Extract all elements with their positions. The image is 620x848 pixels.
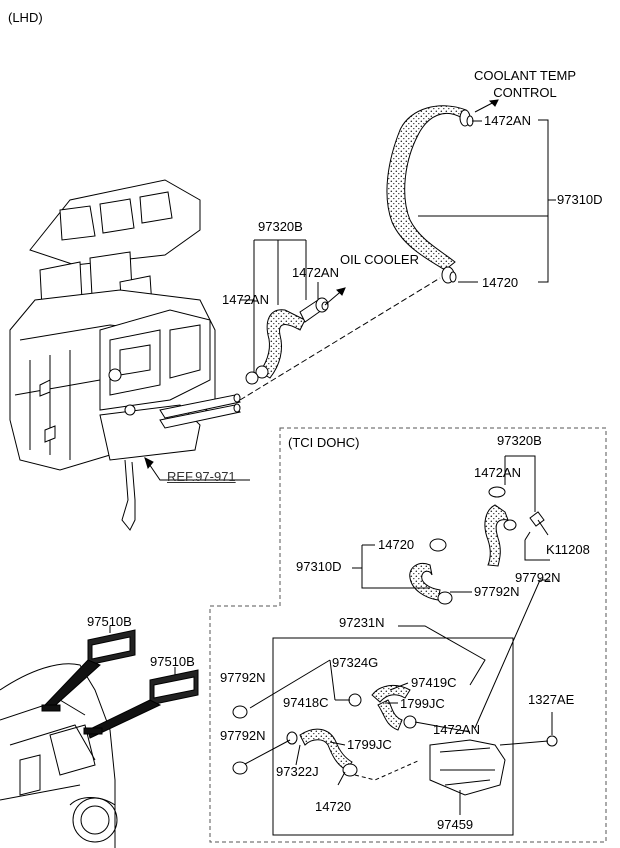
part-label-97310d-main: 97310D xyxy=(557,192,603,207)
emblem-drawing xyxy=(41,629,199,739)
part-label-97792n-right: 97792N xyxy=(515,570,561,585)
part-label-1472an-low: 1472AN xyxy=(433,722,480,737)
variant-label: (LHD) xyxy=(8,10,43,25)
part-label-97320b-main: 97320B xyxy=(258,219,303,234)
part-label-1799jc-b: 1799JC xyxy=(347,737,392,752)
part-label-14720-top: 14720 xyxy=(482,275,519,290)
part-label-97459: 97459 xyxy=(437,817,474,832)
part-label-97310d-tci: 97310D xyxy=(296,559,342,574)
part-label-1472an-left: 1472AN xyxy=(222,292,269,307)
part-label-1472an-top: 1472AN xyxy=(484,113,531,128)
inset-title: (TCI DOHC) xyxy=(288,435,360,450)
part-label-1799jc-a: 1799JC xyxy=(400,696,445,711)
part-label-97418c: 97418C xyxy=(283,695,329,710)
part-label-14720-tci: 14720 xyxy=(378,537,415,552)
hose-drawing-tci xyxy=(299,504,509,796)
leader-lines xyxy=(109,99,556,815)
hose-drawing-97310d xyxy=(386,105,467,271)
part-label-1472an-tci: 1472AN xyxy=(474,465,521,480)
inset-border xyxy=(209,427,607,843)
clamp-drawing xyxy=(245,297,329,385)
vehicle-rear-drawing xyxy=(0,663,118,848)
part-label-97792n-left1: 97792N xyxy=(220,670,266,685)
part-label-97510b-a: 97510B xyxy=(87,614,132,629)
part-label-97324g: 97324G xyxy=(332,655,379,670)
clamp-drawing xyxy=(232,486,558,777)
part-label-1472an-mid: 1472AN xyxy=(292,265,339,280)
part-label-97792n-mid: 97792N xyxy=(474,584,520,599)
coolant-temp-label-line1: COOLANT TEMP xyxy=(473,68,577,83)
heater-unit-drawing xyxy=(9,179,241,531)
hose-drawing-97320b xyxy=(259,299,323,379)
part-label-97320b-tci: 97320B xyxy=(497,433,542,448)
part-label-14720-low: 14720 xyxy=(315,799,352,814)
part-label-97322j: 97322J xyxy=(276,764,319,779)
inner-kit-box xyxy=(272,637,514,836)
part-label-1327ae: 1327AE xyxy=(528,692,575,707)
part-label-97792n-left2: 97792N xyxy=(220,728,266,743)
part-label-97510b-b: 97510B xyxy=(150,654,195,669)
part-label-97231n: 97231N xyxy=(339,615,385,630)
part-label-k11208: K11208 xyxy=(546,542,590,557)
part-label-97419c: 97419C xyxy=(411,675,457,690)
oil-cooler-label: OIL COOLER xyxy=(340,252,419,267)
coolant-temp-label-line2: CONTROL xyxy=(493,85,557,100)
reference-label: REF.97-971 xyxy=(167,469,236,484)
